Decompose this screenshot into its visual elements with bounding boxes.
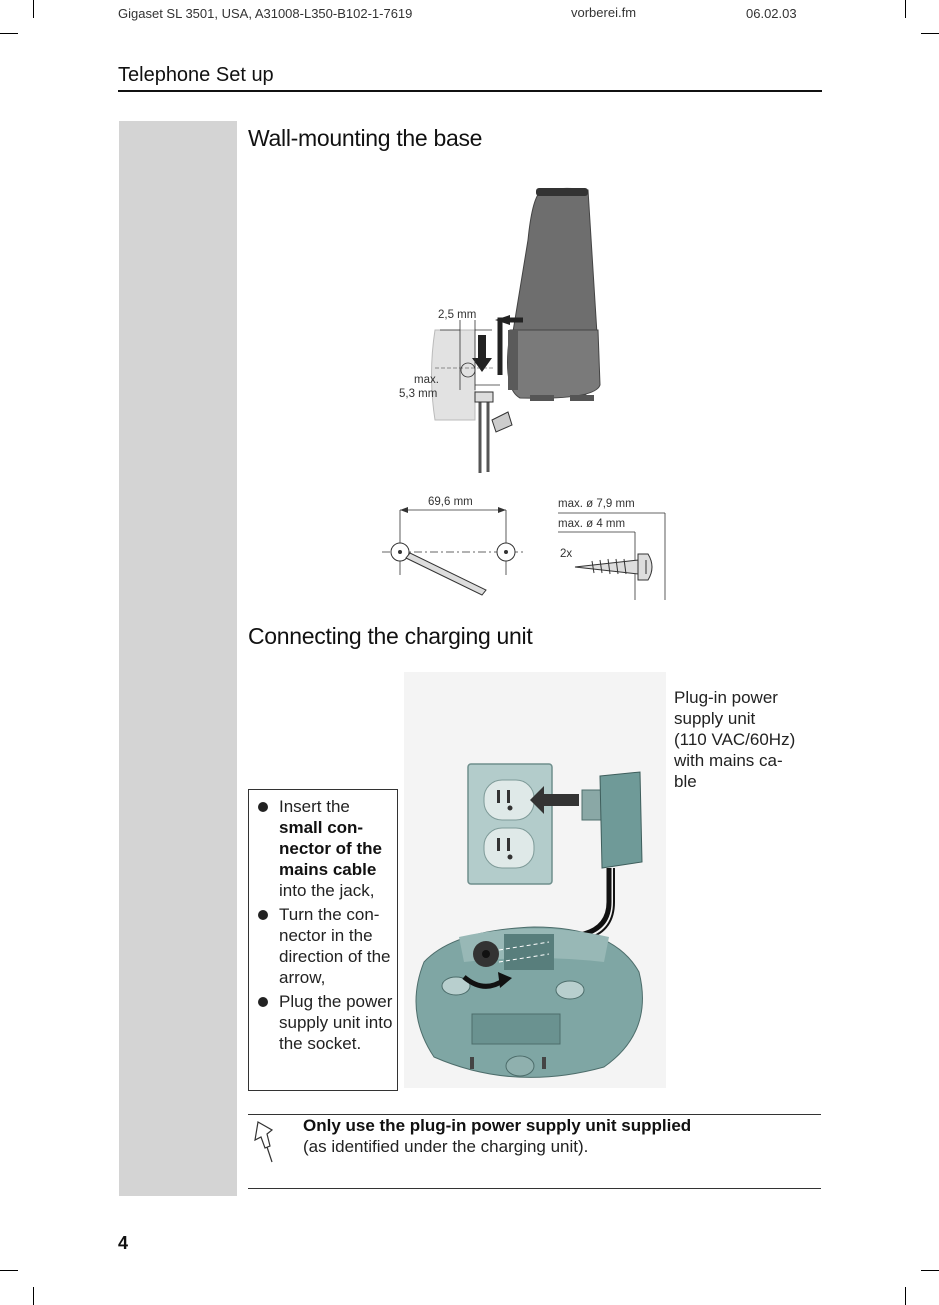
pushpin-icon: [254, 1121, 274, 1163]
step-text: Insert the: [279, 797, 350, 816]
step-text: Plug the power supply unit into the sock…: [279, 992, 393, 1053]
step-item: Turn the con-nector in the direction of …: [249, 904, 397, 988]
note-rule-top: [248, 1114, 821, 1115]
bullet-icon: [258, 802, 268, 812]
base-top: [536, 188, 588, 196]
header-rule: [118, 90, 822, 92]
crop-mark: [33, 0, 34, 18]
step-bold-text: small con-nector of the mains cable: [279, 818, 382, 879]
drill-bit: [405, 552, 487, 596]
note-rule-bottom: [248, 1188, 821, 1189]
wall-shape: [431, 329, 476, 421]
dim-hole-distance: 69,6 mm: [428, 496, 473, 508]
margin-column: [119, 121, 237, 1196]
wall-mount-figure: 2,5 mm max. 5,3 mm 69,6 mm max. ø 7,9 mm…: [382, 187, 666, 600]
bullet-icon: [258, 910, 268, 920]
step-text: into the jack,: [279, 881, 375, 900]
screw-head: [637, 553, 653, 581]
dim-count: 2x: [560, 548, 572, 560]
charging-figure: [404, 672, 666, 1088]
crop-mark: [921, 33, 939, 34]
power-supply: [599, 771, 643, 869]
file-name: vorberei.fm: [571, 5, 637, 20]
section-title-charging: Connecting the charging unit: [248, 623, 533, 649]
callout-line: Plug-in power: [674, 688, 778, 707]
dim-max-value: 5,3 mm: [399, 388, 437, 400]
dim-max-label: max.: [414, 374, 439, 386]
crop-mark: [921, 1270, 939, 1271]
doc-date: 06.02.03: [746, 6, 797, 21]
crop-mark: [905, 0, 906, 18]
note-bold: Only use the plug-in power supply unit s…: [303, 1116, 692, 1135]
doc-id: Gigaset SL 3501, USA, A31008-L350-B102-1…: [118, 6, 413, 21]
dim-gap: 2,5 mm: [438, 309, 476, 321]
chapter-title: Telephone Set up: [118, 64, 274, 86]
crop-mark: [0, 33, 18, 34]
instruction-box: Insert the small con-nector of the mains…: [248, 789, 398, 1091]
note-text: (as identified under the charging unit).: [303, 1137, 589, 1156]
callout-line: ble: [674, 772, 697, 791]
step-text: Turn the con-nector in the direction of …: [279, 905, 391, 987]
callout-line: supply unit: [674, 709, 756, 728]
section-title-wall: Wall-mounting the base: [248, 125, 483, 151]
callout-line: (110 VAC/60Hz): [674, 730, 796, 749]
step-item: Insert the small con-nector of the mains…: [249, 796, 397, 901]
crop-mark: [0, 1270, 18, 1271]
step-item: Plug the power supply unit into the sock…: [249, 991, 397, 1054]
plug-arrow: [530, 786, 579, 814]
dim-head-diameter: max. ø 7,9 mm: [558, 498, 635, 510]
screw-shaft: [574, 559, 639, 575]
dim-shaft-diameter: max. ø 4 mm: [558, 518, 625, 530]
crop-mark: [905, 1287, 906, 1305]
power-supply-callout: Plug-in power supply unit (110 VAC/60Hz)…: [674, 687, 814, 792]
callout-line: with mains ca-: [674, 751, 783, 770]
bullet-icon: [258, 997, 268, 1007]
crop-mark: [33, 1287, 34, 1305]
page-number: 4: [118, 1233, 129, 1253]
